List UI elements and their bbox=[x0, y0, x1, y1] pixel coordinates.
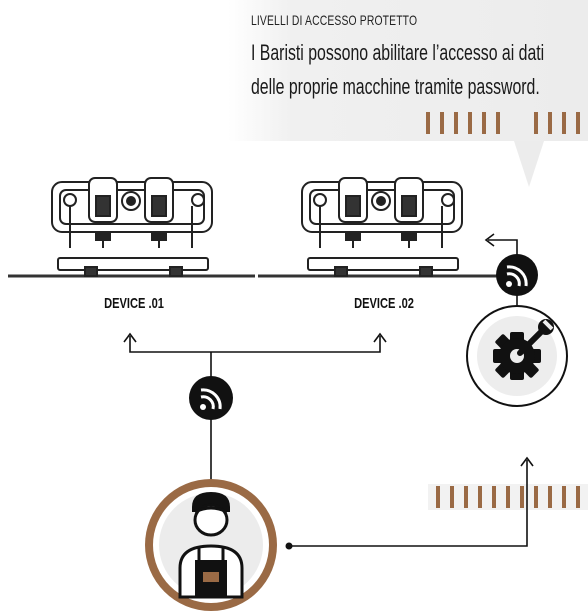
callout-text-line-2: delle proprie macchine tramite password. bbox=[251, 74, 540, 99]
barista-icon bbox=[178, 492, 244, 599]
callout-heading: LIVELLI DI ACCESSO PROTETTO bbox=[251, 12, 418, 28]
wifi-icon bbox=[189, 376, 233, 420]
device-label-02: DEVICE .02 bbox=[354, 295, 414, 312]
callout-text-line-1: I Baristi possono abilitare l’accesso ai… bbox=[251, 40, 545, 65]
callout-pointer bbox=[514, 141, 544, 187]
connector-lines bbox=[123, 233, 534, 547]
accent-stripes-top bbox=[426, 112, 580, 134]
device-label-01: DEVICE .01 bbox=[104, 295, 164, 312]
connector-dot bbox=[285, 542, 293, 550]
gear-wrench-icon bbox=[493, 319, 554, 380]
espresso-machine-icon bbox=[258, 177, 505, 278]
callout-box bbox=[228, 0, 588, 141]
espresso-machine-icon bbox=[8, 177, 255, 278]
wifi-icon bbox=[496, 254, 538, 296]
accent-stripes-bottom bbox=[436, 486, 580, 508]
